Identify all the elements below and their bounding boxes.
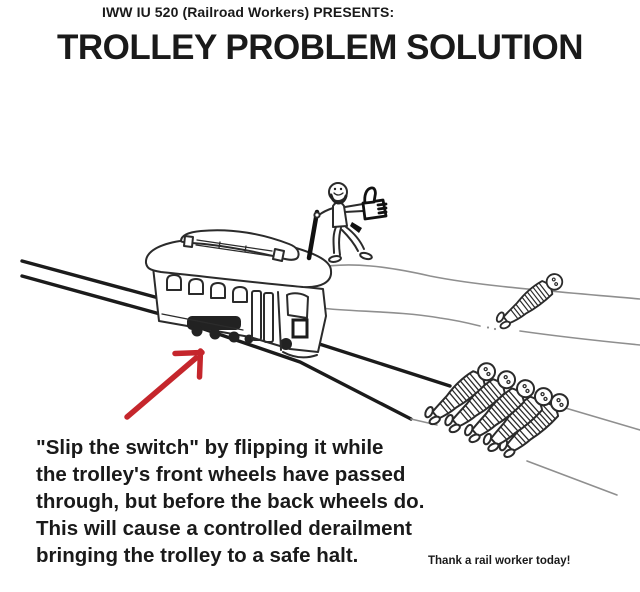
trolley <box>145 229 333 359</box>
caption-line: the trolley's front wheels have passed <box>36 463 406 486</box>
red-arrow <box>124 348 205 420</box>
switch-lever <box>306 209 320 261</box>
tied-people-group <box>419 356 574 463</box>
switchman-head <box>328 182 348 202</box>
tied-person-branch <box>491 268 568 334</box>
caption-line: This will cause a controlled derailment <box>36 517 412 540</box>
beard <box>329 193 348 205</box>
presenter-line: IWW IU 520 (Railroad Workers) PRESENTS: <box>102 4 395 20</box>
caption-line: through, but before the back wheels do. <box>36 490 425 513</box>
thumbs-up-icon <box>361 186 388 221</box>
page-title: TROLLEY PROBLEM SOLUTION <box>57 28 583 67</box>
switchman <box>306 182 388 263</box>
footer-note: Thank a rail worker today! <box>428 555 571 567</box>
caption-line: bringing the trolley to a safe halt. <box>36 544 359 567</box>
caption-line: "Slip the switch" by flipping it while <box>36 436 384 459</box>
branch-track <box>315 264 640 346</box>
caption-text: "Slip the switch" by flipping it while t… <box>36 434 424 569</box>
